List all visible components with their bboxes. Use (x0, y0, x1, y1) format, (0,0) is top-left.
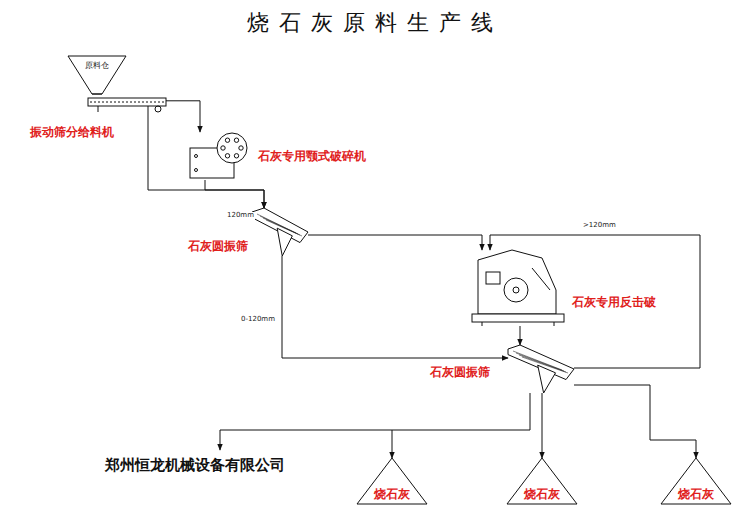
diagram-title: 烧石灰原料生产线 (0, 8, 750, 38)
machine-label: 石灰圆振筛 (188, 240, 248, 253)
impact-part (532, 268, 550, 290)
impact-machine: 石灰专用反击破 (472, 250, 564, 326)
impact-drawing (472, 250, 564, 326)
pile-part (507, 458, 577, 504)
screen-part (513, 351, 562, 370)
flow-arrow (148, 112, 264, 208)
flow-arrow (205, 180, 264, 208)
feeder-machine: 振动筛分给料机 (88, 96, 166, 112)
flow-arrow (282, 256, 508, 358)
flow-arrow (574, 385, 696, 458)
jaw-part (234, 138, 238, 142)
feeder-part (90, 102, 164, 103)
impact-part (478, 250, 556, 314)
flow-arrow (166, 101, 200, 132)
screen-machine: 石灰圆振筛 (252, 208, 308, 256)
flow-arrow (308, 235, 482, 250)
node-text: 原料仓 (85, 62, 109, 71)
screen-drawing (508, 345, 574, 393)
node-text: 烧石灰 (374, 488, 410, 501)
flow-arrow (520, 326, 521, 345)
flow-arrow (392, 393, 530, 458)
machine-label: 振动筛分给料机 (30, 126, 114, 139)
impact-part (504, 278, 528, 302)
screen-drawing (252, 208, 308, 256)
machine-label: 石灰专用反击破 (572, 296, 656, 309)
pile-machine: 烧石灰 (357, 458, 427, 504)
jaw-part (217, 133, 247, 163)
jaw-part (221, 146, 225, 150)
impact-part (472, 314, 564, 322)
node-text: 烧石灰 (678, 488, 714, 501)
jaw-part (225, 154, 229, 158)
size-label: >120mm (582, 222, 617, 230)
screen-part (538, 365, 556, 393)
jaw-part (234, 154, 238, 158)
pile-machine: 烧石灰 (661, 458, 731, 504)
screen-machine: 石灰圆振筛 (508, 345, 574, 393)
node-text: 烧石灰 (524, 488, 560, 501)
feeder-part (148, 106, 149, 112)
machine-label: 石灰圆振筛 (430, 366, 490, 379)
pile-part (661, 458, 731, 504)
size-label: 120mm (226, 212, 255, 220)
feeder-part (155, 106, 161, 112)
jaw-part (225, 138, 229, 142)
size-label: 0-120mm (240, 316, 276, 324)
pile-part (357, 458, 427, 504)
screen-part (277, 228, 292, 256)
jaw-part (195, 155, 198, 158)
company-name: 郑州恒龙机械设备有限公司 (105, 456, 285, 475)
discharge-line (220, 430, 392, 450)
impact-part (486, 272, 500, 284)
feeder-part (98, 106, 99, 112)
machine-label: 石灰专用颚式破碎机 (258, 150, 366, 163)
feeder-part (88, 98, 166, 106)
hopper-part (68, 56, 126, 94)
impact-part (554, 322, 555, 326)
flow-arrow (542, 393, 543, 458)
hopper-machine: 原料仓 (68, 56, 126, 96)
feeder-drawing (88, 96, 166, 112)
jaw-machine: 石灰专用颚式破碎机 (188, 132, 250, 180)
jaw-drawing (188, 132, 250, 180)
impact-part (482, 322, 483, 326)
pile-machine: 烧石灰 (507, 458, 577, 504)
jaw-part (195, 169, 198, 172)
impact-part (513, 287, 519, 293)
jaw-part (239, 146, 243, 150)
hopper-part (92, 94, 102, 95)
